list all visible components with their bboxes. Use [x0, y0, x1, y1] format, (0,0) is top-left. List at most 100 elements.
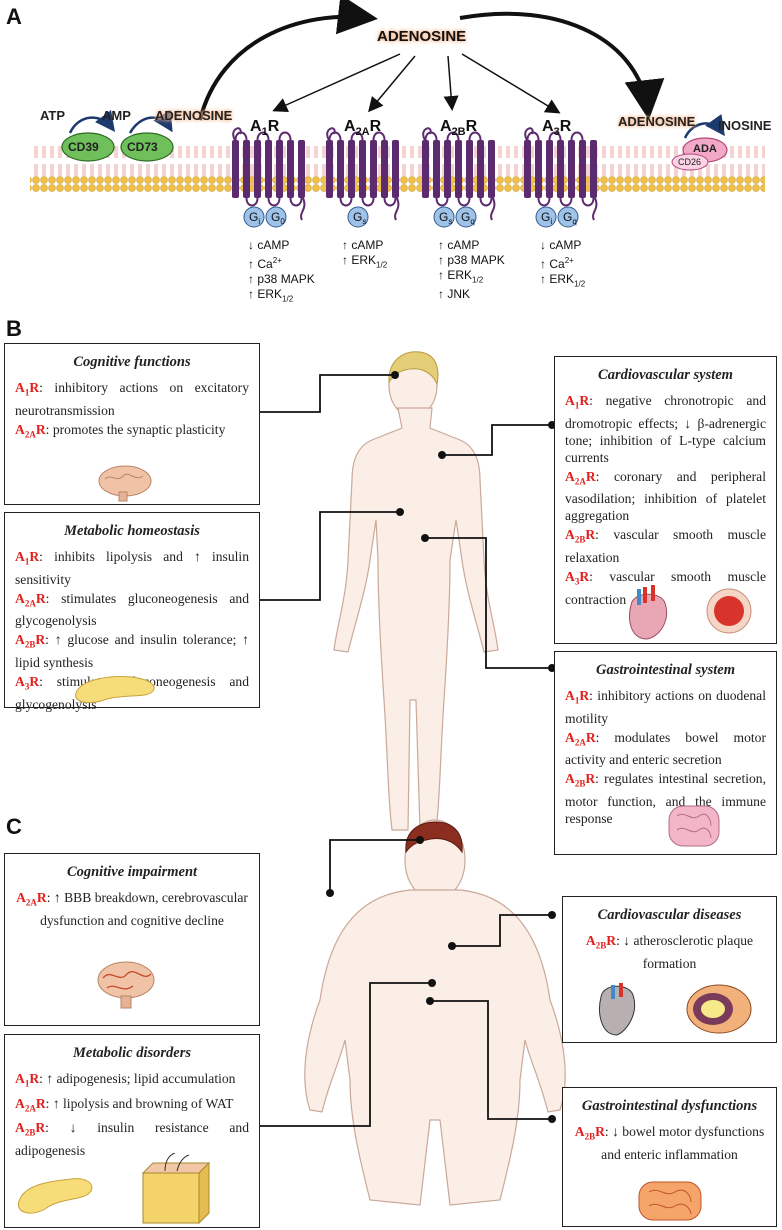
receptor-entry: A2AR: stimulates gluconeogenesis and gly… [15, 590, 249, 630]
transmembrane-helix [557, 140, 564, 198]
panel-label-a: A [6, 4, 22, 29]
transmembrane-helix [444, 140, 451, 198]
receptor-effect: : vascular smooth muscle relaxation [565, 527, 766, 566]
receptor-entry: A2BR: ↓ bowel motor dysfunctions and ent… [573, 1123, 766, 1163]
box-cardiovascular-diseases: Cardiovascular diseases A2BR: ↓ atherosc… [562, 896, 777, 1043]
box-title: Cardiovascular system [598, 367, 733, 383]
transmembrane-helix [287, 140, 294, 198]
transmembrane-helix [466, 140, 473, 198]
ada-label: ADA [693, 143, 717, 155]
receptor-effect: : ↓ insulin resistance and adipogenesis [15, 1120, 249, 1159]
box-metabolic-disorders: Metabolic disorders A1R: ↑ adipogenesis;… [4, 1034, 260, 1228]
connector-gastro [425, 537, 552, 669]
cd39-enzyme [61, 132, 115, 162]
box-metabolic-homeostasis: Metabolic homeostasis A1R: inhibits lipo… [4, 512, 260, 712]
connector-cardio [442, 424, 552, 456]
receptor-name: A2AR [15, 421, 46, 440]
cd39-label: CD39 [68, 140, 99, 154]
box-title: Cardiovascular diseases [597, 907, 742, 923]
receptor-name: A2AR [15, 1095, 46, 1114]
receptor-effect: : ↑ lipolysis and browning of WAT [45, 1095, 234, 1111]
receptor-entry: A2AR: ↑ BBB breakdown, cerebrovascular d… [15, 889, 249, 929]
receptor-name: A2BR [574, 1124, 605, 1142]
receptor-name: A2BR [15, 632, 46, 651]
receptor-entry: A2AR: promotes the synaptic plasticity [15, 421, 249, 444]
signal-list-a2ar: ↑ cAMP↑ ERK1/2 [342, 238, 387, 272]
adenosine-top-label: ADENOSINE [377, 28, 467, 45]
heart-plaque-icon [599, 983, 752, 1036]
signal-item: ↑ Ca2+ [248, 256, 282, 271]
g-protein-g0 [265, 206, 287, 228]
transmembrane-helix [254, 140, 261, 198]
receptor-entry: A1R: ↑ adipogenesis; lipid accumulation [15, 1070, 249, 1093]
transmembrane-helix [535, 140, 542, 198]
transmembrane-helix [265, 140, 272, 198]
receptor-label-a3r: A3R [542, 118, 572, 139]
receptor-name: A1R [565, 393, 590, 411]
transmembrane-helix [568, 140, 575, 198]
receptor-name: A2BR [585, 933, 617, 951]
receptor-name: A2AR [16, 890, 47, 908]
receptor-effect: : promotes the synaptic plasticity [45, 421, 226, 437]
arrow-to-adenosine-top [198, 0, 378, 121]
receptor-entry: A2AR: ↑ lipolysis and browning of WAT [15, 1095, 249, 1118]
receptor-a3r [524, 127, 598, 221]
receptor-name: A1R [15, 380, 40, 398]
adenosine-left-label: ADENOSINE [155, 108, 233, 123]
signal-item: ↑ p38 MAPK [438, 253, 505, 267]
g-protein-gs [347, 206, 369, 228]
receptor-name: A2BR [15, 1120, 46, 1139]
receptor-a1r [232, 127, 306, 221]
signal-item: ↑ p38 MAPK [248, 272, 315, 286]
receptor-name: A3R [565, 569, 590, 587]
receptor-effect: : inhibits lipolysis and ↑ insulin sensi… [15, 549, 249, 587]
receptor-effect: : ↓ bowel motor dysfunctions and enteric… [601, 1124, 765, 1162]
signal-item: ↓ cAMP [540, 238, 582, 252]
receptor-a2ar [326, 127, 400, 221]
receptor-group [232, 127, 598, 221]
transmembrane-helix [232, 140, 239, 198]
atp-amp-arrow [68, 110, 116, 134]
receptor-effect: : stimulates gluconeogenesis and glycoge… [15, 590, 249, 629]
adipose-icons [17, 1153, 211, 1225]
brain-icon [98, 465, 152, 502]
cd73-label: CD73 [127, 140, 158, 154]
receptor-name: A1R [15, 1071, 40, 1089]
panel-label-b: B [6, 316, 22, 341]
heart-vessel-icon [629, 585, 752, 640]
transmembrane-helix [579, 140, 586, 198]
cd26-label: CD26 [678, 157, 702, 167]
hair-obese [405, 821, 463, 854]
transmembrane-helix [546, 140, 553, 198]
transmembrane-helix [392, 140, 399, 198]
g-protein-label: Gi [249, 210, 260, 226]
receptor-name: A3R [15, 674, 40, 692]
inflamed-intestine-icon [638, 1181, 702, 1221]
box-title: Cognitive functions [73, 354, 191, 370]
transmembrane-helix [381, 140, 388, 198]
receptor-entry: A1R: inhibits lipolysis and ↑ insulin se… [15, 548, 249, 588]
fat-tissue-icon [142, 1172, 200, 1224]
pancreas-icon [17, 1178, 93, 1214]
box-title: Gastrointestinal dysfunctions [581, 1098, 758, 1114]
box-title: Metabolic disorders [72, 1045, 191, 1061]
receptor-label-a1r: A1R [250, 118, 280, 139]
receptor-effect: : coronary and peripheral vasodilation; … [565, 468, 766, 524]
transmembrane-helix [524, 140, 531, 198]
arrow-to-a2ar [368, 55, 416, 113]
receptor-effect: : ↑ glucose and insulin tolerance; ↑ lip… [15, 632, 249, 671]
receptor-entry: A2BR: vascular smooth muscle relaxation [565, 526, 766, 566]
receptor-label-a2ar: A2AR [344, 118, 382, 139]
receptor-name: A2AR [15, 590, 46, 609]
g-protein-gs [433, 206, 455, 228]
box-cardiovascular-system: Cardiovascular system A1R: negative chro… [554, 356, 777, 644]
connector-metabolic [240, 511, 400, 601]
receptor-entry: A2AR: modulates bowel motor activity and… [565, 729, 766, 769]
intestine-icon [668, 805, 720, 847]
box-cognitive-impairment: Cognitive impairment A2AR: ↑ BBB breakdo… [4, 853, 260, 1026]
receptor-entry: A2BR: ↓ atherosclerotic plaque formation [573, 932, 766, 972]
receptor-effect: : regulates intestinal secretion, motor … [565, 771, 766, 827]
receptor-effect: : vascular smooth muscle contraction [565, 569, 766, 607]
signal-item: ↑ JNK [438, 287, 471, 302]
